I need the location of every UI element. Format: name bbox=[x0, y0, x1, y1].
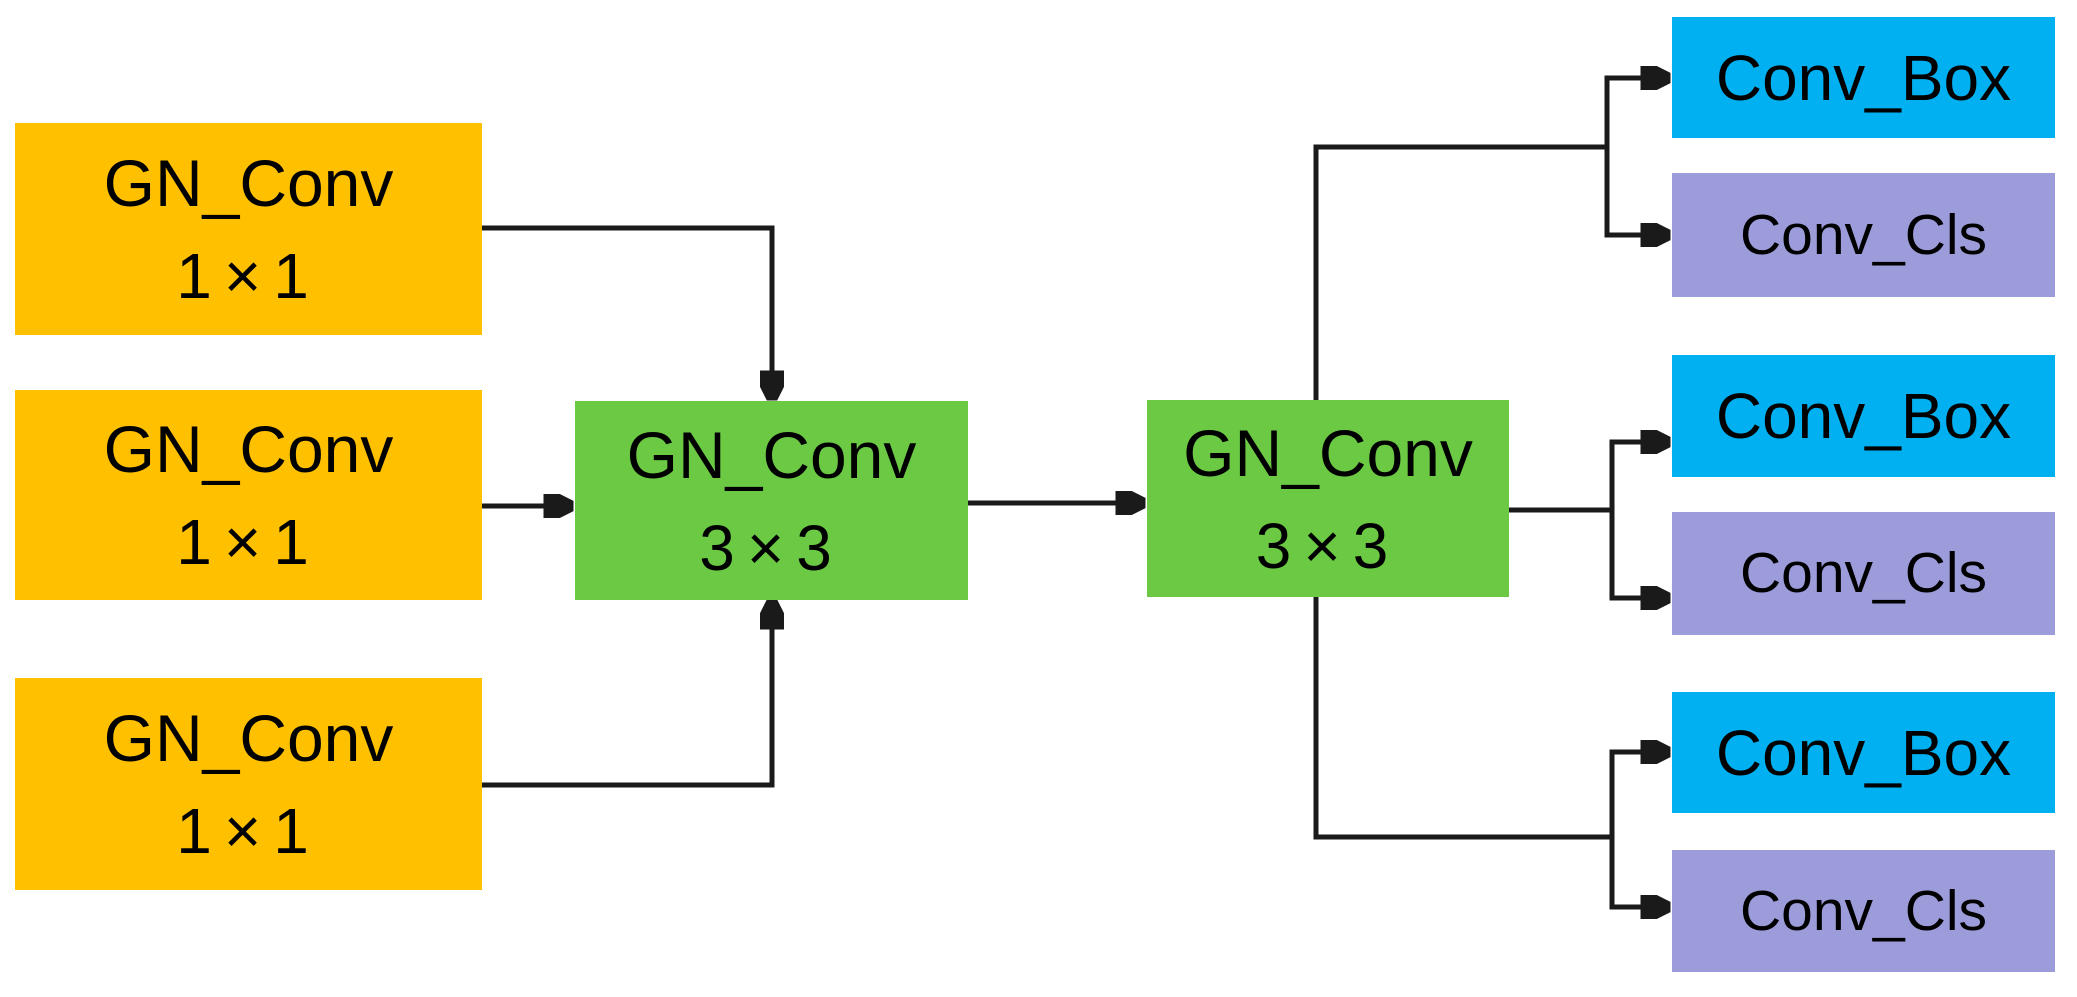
tower-conv-3x3-block: GN_Conv 3×3 bbox=[1147, 400, 1509, 597]
arrow-tower-to-cls-head-1 bbox=[1604, 147, 1665, 235]
arrow-input3-to-fusion bbox=[482, 605, 772, 788]
block-kernel-size: 3×3 bbox=[699, 511, 844, 584]
block-kernel-size: 1×1 bbox=[176, 795, 321, 867]
block-kernel-size: 1×1 bbox=[176, 506, 321, 578]
input-conv-1x1-block-3: GN_Conv 1×1 bbox=[15, 678, 482, 890]
head-label: Conv_Cls bbox=[1739, 541, 1988, 605]
conv-box-head-3: Conv_Box bbox=[1672, 692, 2055, 813]
arrow-tower-to-cls-head-2 bbox=[1609, 510, 1665, 598]
block-kernel-size: 1×1 bbox=[176, 240, 321, 312]
block-name: GN_Conv bbox=[103, 146, 394, 220]
arrow-tower-to-box-head-3 bbox=[1313, 597, 1665, 840]
arrow-tower-to-box-head-1 bbox=[1313, 78, 1665, 400]
block-kernel-size: 3×3 bbox=[1255, 509, 1401, 582]
block-name: GN_Conv bbox=[626, 417, 917, 492]
head-label: Conv_Cls bbox=[1739, 878, 1988, 943]
arrow-input1-to-fusion bbox=[482, 225, 772, 395]
conv-cls-head-3: Conv_Cls bbox=[1672, 850, 2055, 972]
block-name: GN_Conv bbox=[103, 701, 394, 775]
head-label: Conv_Box bbox=[1715, 716, 2012, 789]
block-name: GN_Conv bbox=[103, 412, 394, 486]
head-label: Conv_Box bbox=[1715, 41, 2012, 114]
fusion-conv-3x3-block: GN_Conv 3×3 bbox=[575, 401, 968, 600]
input-conv-1x1-block-2: GN_Conv 1×1 bbox=[15, 390, 482, 600]
conv-box-head-2: Conv_Box bbox=[1672, 355, 2055, 477]
arrow-tower-to-cls-head-3 bbox=[1609, 837, 1665, 907]
arrow-tower-to-box-head-2 bbox=[1509, 442, 1665, 513]
input-conv-1x1-block-1: GN_Conv 1×1 bbox=[15, 123, 482, 335]
conv-cls-head-1: Conv_Cls bbox=[1672, 173, 2055, 297]
head-label: Conv_Box bbox=[1715, 380, 2012, 452]
conv-box-head-1: Conv_Box bbox=[1672, 17, 2055, 138]
block-name: GN_Conv bbox=[1183, 415, 1473, 490]
head-label: Conv_Cls bbox=[1739, 202, 1988, 267]
conv-cls-head-2: Conv_Cls bbox=[1672, 512, 2055, 635]
